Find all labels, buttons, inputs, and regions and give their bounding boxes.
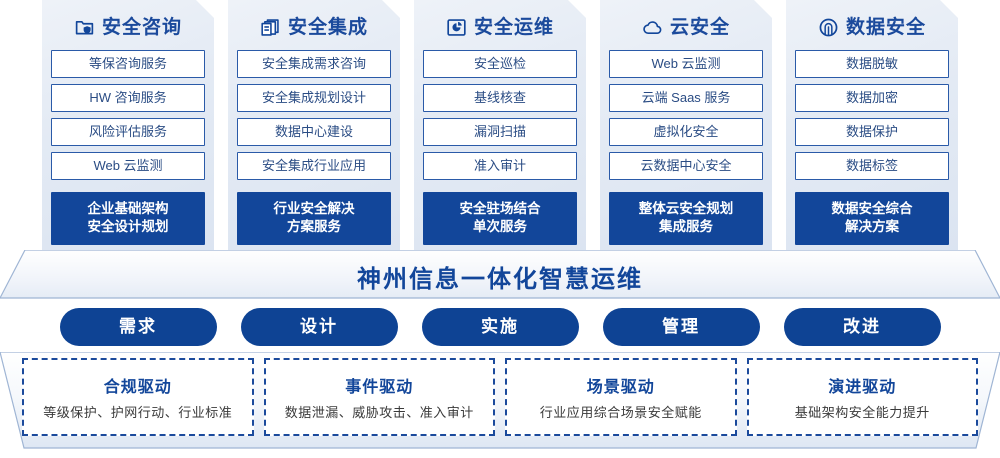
driver-subtitle: 基础架构安全能力提升 [794,405,930,420]
driver-title: 合规驱动 [103,379,172,396]
column-item[interactable]: 虚拟化安全 [609,118,763,146]
driver-subtitle: 行业应用综合场景安全赋能 [539,405,702,420]
column-item[interactable]: 数据中心建设 [237,118,391,146]
driver-card-evolution[interactable]: 演进驱动 基础架构安全能力提升 [746,358,978,436]
column-items: 数据脱敏 数据加密 数据保护 数据标签 数据安全综合 解决方案 [795,50,949,245]
capability-column-cloud-security[interactable]: 云安全 Web 云监测 云端 Saas 服务 虚拟化安全 云数据中心安全 整体云… [600,0,772,252]
column-item[interactable]: 数据保护 [795,118,949,146]
column-highlight-line: 方案服务 [287,219,341,234]
column-title: 安全咨询 [101,16,182,38]
column-highlight[interactable]: 安全驻场结合 单次服务 [423,192,577,245]
drivers-outline [0,352,1000,449]
column-highlight[interactable]: 数据安全综合 解决方案 [795,192,949,245]
column-highlight-line: 整体云安全规划 [638,201,734,216]
driver-card-compliance[interactable]: 合规驱动 等级保护、护网行动、行业标准 [22,358,254,436]
driver-card-scenario[interactable]: 场景驱动 行业应用综合场景安全赋能 [505,358,737,436]
column-item[interactable]: 准入审计 [423,152,577,180]
column-title: 数据安全 [845,16,926,38]
drivers-section: 合规驱动 等级保护、护网行动、行业标准 事件驱动 数据泄漏、威胁攻击、准入审计 … [0,352,1000,450]
column-header: 安全集成 [237,4,391,50]
column-item[interactable]: 数据加密 [795,84,949,112]
phase-pill-improve[interactable]: 改进 [783,308,941,346]
column-title: 安全集成 [287,16,368,38]
capability-column-security-integration[interactable]: 安全集成 安全集成需求咨询 安全集成规划设计 数据中心建设 安全集成行业应用 行… [228,0,400,252]
column-title: 云安全 [669,16,730,38]
column-highlight-line: 集成服务 [659,219,713,234]
driver-card-incident[interactable]: 事件驱动 数据泄漏、威胁攻击、准入审计 [263,358,495,436]
column-highlight-line: 企业基础架构 [87,201,169,216]
column-header: 数据安全 [795,4,949,50]
column-item[interactable]: 数据标签 [795,152,949,180]
column-highlight[interactable]: 企业基础架构 安全设计规划 [51,192,205,245]
column-item[interactable]: Web 云监测 [51,152,205,180]
monitor-chart-icon [446,17,467,38]
driver-title: 演进驱动 [828,379,897,396]
column-item[interactable]: Web 云监测 [609,50,763,78]
column-items: Web 云监测 云端 Saas 服务 虚拟化安全 云数据中心安全 整体云安全规划… [609,50,763,245]
column-title: 安全运维 [473,16,554,38]
drivers-list: 合规驱动 等级保护、护网行动、行业标准 事件驱动 数据泄漏、威胁攻击、准入审计 … [22,358,978,436]
phase-pills: 需求 设计 实施 管理 改进 [0,308,1000,348]
column-items: 等保咨询服务 HW 咨询服务 风险评估服务 Web 云监测 企业基础架构 安全设… [51,50,205,245]
column-items: 安全巡检 基线核查 漏洞扫描 准入审计 安全驻场结合 单次服务 [423,50,577,245]
cloud-icon [642,17,663,38]
column-highlight[interactable]: 整体云安全规划 集成服务 [609,192,763,245]
column-highlight[interactable]: 行业安全解决 方案服务 [237,192,391,245]
phase-pill-manage[interactable]: 管理 [602,308,760,346]
column-item[interactable]: 云端 Saas 服务 [609,84,763,112]
platform-banner: 神州信息一体化智慧运维 [0,250,1000,300]
column-highlight-line: 安全设计规划 [87,219,169,234]
driver-title: 场景驱动 [586,379,655,396]
folder-shield-icon [74,17,95,38]
column-item[interactable]: 安全集成需求咨询 [237,50,391,78]
driver-subtitle: 数据泄漏、威胁攻击、准入审计 [284,405,474,420]
column-header: 安全咨询 [51,4,205,50]
column-item[interactable]: 数据脱敏 [795,50,949,78]
capability-column-data-security[interactable]: 数据安全 数据脱敏 数据加密 数据保护 数据标签 数据安全综合 解决方案 [786,0,958,252]
column-item[interactable]: 漏洞扫描 [423,118,577,146]
column-item[interactable]: 安全巡检 [423,50,577,78]
phase-pill-implement[interactable]: 实施 [421,308,579,346]
column-items: 安全集成需求咨询 安全集成规划设计 数据中心建设 安全集成行业应用 行业安全解决… [237,50,391,245]
column-item[interactable]: 安全集成行业应用 [237,152,391,180]
driver-subtitle: 等级保护、护网行动、行业标准 [43,405,233,420]
column-highlight-line: 单次服务 [473,219,527,234]
column-header: 安全运维 [423,4,577,50]
stacked-documents-icon [260,17,281,38]
column-item[interactable]: 安全集成规划设计 [237,84,391,112]
column-highlight-line: 解决方案 [845,219,899,234]
column-highlight-line: 安全驻场结合 [459,201,541,216]
column-highlight-line: 行业安全解决 [273,201,355,216]
fingerprint-icon [818,17,839,38]
banner-title: 神州信息一体化智慧运维 [357,266,643,293]
phase-pill-design[interactable]: 设计 [240,308,398,346]
column-highlight-line: 数据安全综合 [831,201,913,216]
column-item[interactable]: 等保咨询服务 [51,50,205,78]
column-item[interactable]: 云数据中心安全 [609,152,763,180]
column-item[interactable]: 基线核查 [423,84,577,112]
column-item[interactable]: HW 咨询服务 [51,84,205,112]
capability-columns: 安全咨询 等保咨询服务 HW 咨询服务 风险评估服务 Web 云监测 企业基础架… [0,0,1000,252]
capability-column-security-operations[interactable]: 安全运维 安全巡检 基线核查 漏洞扫描 准入审计 安全驻场结合 单次服务 [414,0,586,252]
column-item[interactable]: 风险评估服务 [51,118,205,146]
driver-title: 事件驱动 [345,379,414,396]
column-header: 云安全 [609,4,763,50]
phase-pill-demand[interactable]: 需求 [59,308,217,346]
capability-column-security-consulting[interactable]: 安全咨询 等保咨询服务 HW 咨询服务 风险评估服务 Web 云监测 企业基础架… [42,0,214,252]
